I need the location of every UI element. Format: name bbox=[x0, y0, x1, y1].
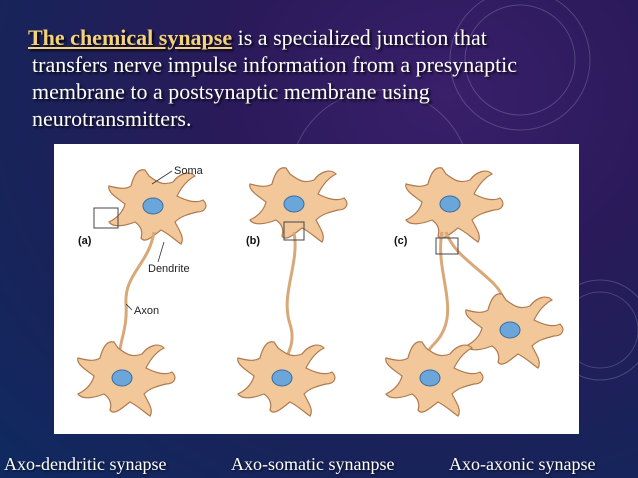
label-soma: Soma bbox=[174, 165, 204, 177]
text-line-1: The chemical synapse is a specialized ju… bbox=[20, 24, 600, 51]
synapse-box-a bbox=[93, 207, 119, 229]
text-line-4: neurotransmitters. bbox=[32, 106, 192, 131]
caption-axo-axonic: Axo-axonic synapse bbox=[449, 454, 596, 474]
caption-axo-somatic: Axo-somatic synanpse bbox=[231, 454, 395, 474]
neuron-middle-c bbox=[465, 293, 564, 369]
panel-a: Soma (a) Dendrite Axon bbox=[77, 165, 207, 417]
text-line-2: transfers nerve impulse information from… bbox=[32, 52, 518, 77]
neuron-top-c bbox=[405, 167, 504, 243]
neuron-bottom-a bbox=[77, 341, 176, 417]
neuron-illustration: Soma (a) Dendrite Axon (b) bbox=[77, 165, 564, 417]
neuron-bottom-c bbox=[385, 341, 484, 417]
panel-c: (c) bbox=[385, 167, 564, 417]
text-line-3: membrane to a postsynaptic membrane usin… bbox=[32, 79, 430, 104]
highlight-term: The chemical synapse bbox=[28, 25, 233, 50]
neuron-bottom-b bbox=[237, 341, 336, 417]
axon-a bbox=[117, 231, 156, 370]
synapse-box-c bbox=[435, 237, 459, 255]
label-panel-a: (a) bbox=[78, 235, 92, 247]
panel-b: (b) bbox=[237, 167, 348, 417]
label-axon: Axon bbox=[134, 305, 159, 317]
neuron-top-b bbox=[249, 167, 348, 243]
label-panel-b: (b) bbox=[246, 235, 260, 247]
line1-rest: is a specialized junction that bbox=[232, 25, 487, 50]
caption-axo-dendritic: Axo-dendritic synapse bbox=[4, 454, 167, 474]
label-panel-c: (c) bbox=[394, 235, 408, 247]
label-dendrite: Dendrite bbox=[148, 263, 190, 275]
synapse-figure: Soma (a) Dendrite Axon (b) bbox=[54, 144, 579, 434]
axon-b bbox=[283, 231, 297, 370]
slide-text: The chemical synapse is a specialized ju… bbox=[20, 24, 600, 132]
synapse-box-b bbox=[283, 221, 305, 241]
captions-row: Axo-dendritic synapse Axo-somatic synanp… bbox=[0, 452, 638, 478]
